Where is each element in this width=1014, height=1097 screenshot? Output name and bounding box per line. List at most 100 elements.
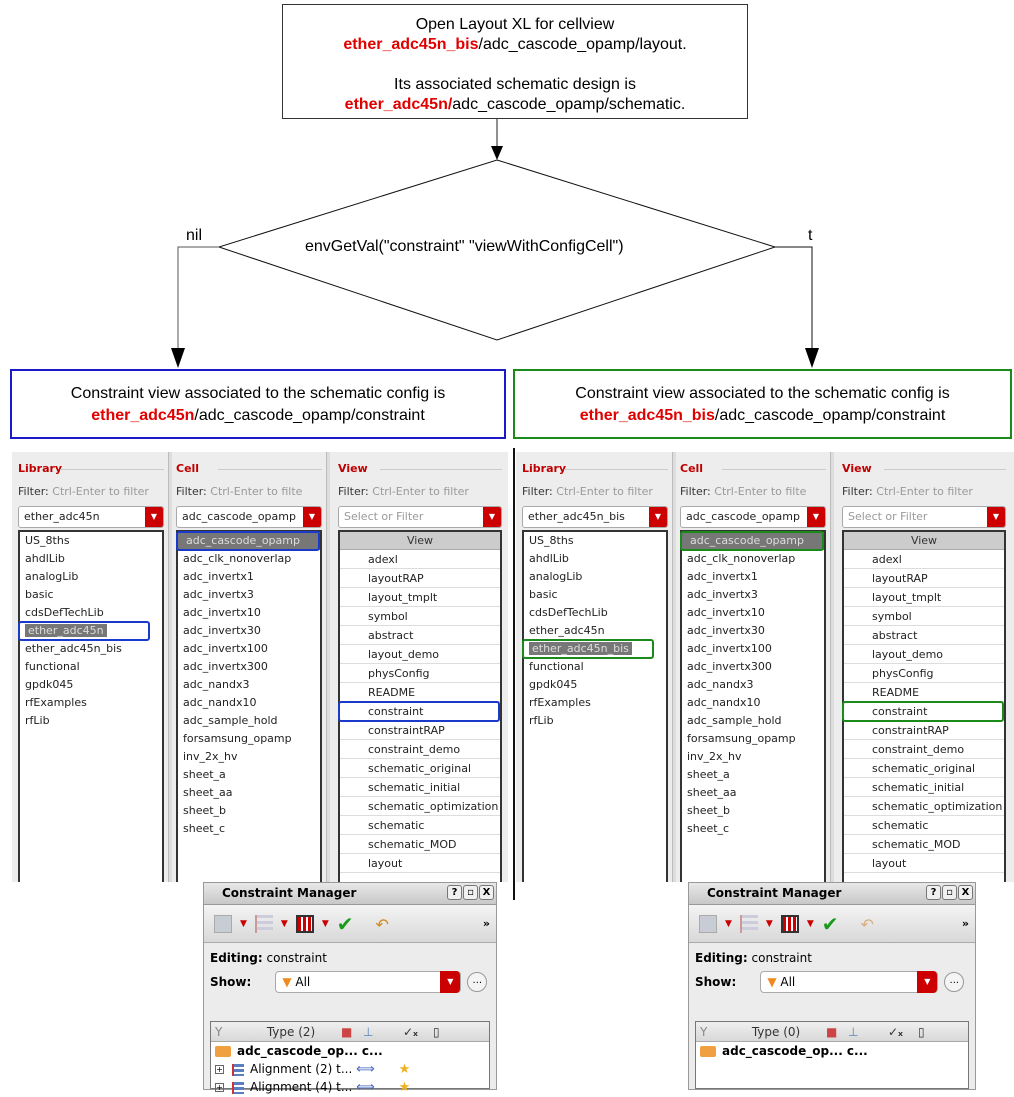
view-list-item[interactable]: layout (844, 854, 1004, 873)
cell-filter[interactable]: Filter: Ctrl-Enter to filte (680, 485, 832, 498)
view-list-item[interactable]: layoutRAP (844, 569, 1004, 588)
constraint-table-icon[interactable] (295, 914, 314, 933)
cell-filter[interactable]: Filter: Ctrl-Enter to filte (176, 485, 328, 498)
view-list-item[interactable]: schematic_original (340, 759, 500, 778)
library-combo[interactable]: ether_adc45n_bis▼ (522, 506, 668, 528)
view-list-item[interactable]: layout_demo (844, 645, 1004, 664)
tree-root[interactable]: adc_cascode_op... c... (696, 1042, 968, 1060)
cell-list-item[interactable]: inv_2x_hv (178, 748, 320, 766)
chevron-down-icon[interactable]: ▼ (240, 918, 247, 929)
library-list-item[interactable]: ether_adc45n_bis (524, 640, 666, 658)
view-list-item[interactable]: schematic_initial (340, 778, 500, 797)
cell-list-item[interactable]: adc_invertx30 (178, 622, 320, 640)
save-icon[interactable] (699, 914, 717, 933)
chevron-down-icon[interactable]: ▼ (483, 507, 501, 527)
view-list-item[interactable]: schematic_MOD (844, 835, 1004, 854)
view-list-item[interactable]: layout (340, 854, 500, 873)
cell-list-item[interactable]: sheet_b (178, 802, 320, 820)
save-icon[interactable] (214, 914, 232, 933)
tree-root[interactable]: adc_cascode_op... c... (211, 1042, 489, 1060)
tree-row[interactable]: +Alignment (2) t... ⟺ ★ (211, 1060, 489, 1078)
cell-list-item[interactable]: adc_invertx10 (682, 604, 824, 622)
cell-combo[interactable]: adc_cascode_opamp▼ (176, 506, 322, 528)
float-icon[interactable]: ▫ (463, 885, 478, 900)
ellipsis-button[interactable]: ... (944, 972, 965, 992)
chevron-down-icon[interactable]: ▼ (649, 507, 667, 527)
view-list-item[interactable]: constraintRAP (340, 721, 500, 740)
view-list-item[interactable]: constraint_demo (340, 740, 500, 759)
show-select[interactable]: ▼ All▼ (275, 971, 462, 993)
view-list-item[interactable]: schematic (340, 816, 500, 835)
type-column-header[interactable]: Type (0) (751, 1024, 801, 1039)
view-combo[interactable]: Select or Filter▼ (338, 506, 502, 528)
cell-list-item[interactable]: sheet_a (682, 766, 824, 784)
view-list-item[interactable]: schematic (844, 816, 1004, 835)
view-list-item[interactable]: schematic_original (844, 759, 1004, 778)
view-filter[interactable]: Filter: Ctrl-Enter to filter (842, 485, 1012, 498)
view-list-item[interactable]: symbol (340, 607, 500, 626)
align-icon[interactable] (254, 914, 273, 933)
cell-list-item[interactable]: adc_clk_nonoverlap (178, 550, 320, 568)
library-list-item[interactable]: functional (524, 658, 666, 676)
library-list-item[interactable]: rfExamples (20, 694, 162, 712)
view-list-item[interactable]: constraint (340, 702, 500, 721)
chevron-down-icon[interactable]: ▼ (765, 918, 773, 929)
check-icon[interactable]: ✔ (336, 911, 354, 936)
cell-list-item[interactable]: sheet_c (178, 820, 320, 838)
library-list-item[interactable]: ether_adc45n (20, 622, 162, 640)
cell-list-item[interactable]: forsamsung_opamp (682, 730, 824, 748)
ellipsis-button[interactable]: ... (467, 972, 488, 992)
close-icon[interactable]: X (479, 885, 494, 900)
view-column-header[interactable]: View (844, 532, 1004, 550)
view-list-item[interactable]: symbol (844, 607, 1004, 626)
library-list-item[interactable]: functional (20, 658, 162, 676)
view-list-item[interactable]: layout_tmplt (340, 588, 500, 607)
library-list-item[interactable]: ether_adc45n_bis (20, 640, 162, 658)
more-icon[interactable]: » (482, 917, 490, 930)
check-icon[interactable]: ✔ (821, 911, 839, 936)
cell-list-item[interactable]: sheet_a (178, 766, 320, 784)
column-splitter[interactable] (672, 452, 676, 882)
tree-row[interactable]: +Alignment (4) t... ⟺ ★ (211, 1078, 489, 1096)
library-list-item[interactable]: rfLib (20, 712, 162, 730)
transfer-icon[interactable]: ↶ (375, 914, 389, 934)
transfer-icon[interactable]: ↶ (860, 914, 874, 934)
chevron-down-icon[interactable]: ▼ (280, 918, 288, 929)
chevron-down-icon[interactable]: ▼ (440, 971, 461, 993)
view-list-item[interactable]: layout_demo (340, 645, 500, 664)
cell-list-item[interactable]: sheet_aa (178, 784, 320, 802)
cell-list-item[interactable]: sheet_aa (682, 784, 824, 802)
view-list-item[interactable]: adexl (844, 550, 1004, 569)
cell-list-item[interactable]: adc_nandx3 (682, 676, 824, 694)
view-list-item[interactable]: layout_tmplt (844, 588, 1004, 607)
constraint-table-icon[interactable] (780, 914, 799, 933)
library-list-item[interactable]: gpdk045 (524, 676, 666, 694)
view-list-item[interactable]: constraint (844, 702, 1004, 721)
library-list-item[interactable]: analogLib (524, 568, 666, 586)
library-list-item[interactable]: analogLib (20, 568, 162, 586)
view-column-header[interactable]: View (340, 532, 500, 550)
help-icon[interactable]: ? (447, 885, 462, 900)
more-icon[interactable]: » (961, 917, 969, 930)
cell-list-item[interactable]: adc_sample_hold (178, 712, 320, 730)
chevron-down-icon[interactable]: ▼ (725, 918, 732, 929)
chevron-down-icon[interactable]: ▼ (145, 507, 163, 527)
column-splitter[interactable] (168, 452, 172, 882)
view-list-item[interactable]: schematic_optimization (340, 797, 500, 816)
cell-list-item[interactable]: sheet_b (682, 802, 824, 820)
view-list-item[interactable]: constraint_demo (844, 740, 1004, 759)
cell-list-item[interactable]: adc_invertx300 (178, 658, 320, 676)
cell-list-item[interactable]: adc_nandx10 (682, 694, 824, 712)
cell-list-item[interactable]: adc_invertx1 (178, 568, 320, 586)
view-list-item[interactable]: schematic_initial (844, 778, 1004, 797)
cell-list-item[interactable]: adc_cascode_opamp (178, 532, 320, 550)
chevron-down-icon[interactable]: ▼ (303, 507, 321, 527)
chevron-down-icon[interactable]: ▼ (807, 507, 825, 527)
chevron-down-icon[interactable]: ▼ (917, 971, 938, 993)
library-filter[interactable]: Filter: Ctrl-Enter to filter (18, 485, 170, 498)
cell-list-item[interactable]: adc_invertx100 (178, 640, 320, 658)
cell-list-item[interactable]: inv_2x_hv (682, 748, 824, 766)
library-list-item[interactable]: ahdlLib (20, 550, 162, 568)
help-icon[interactable]: ? (926, 885, 941, 900)
view-list-item[interactable]: physConfig (844, 664, 1004, 683)
